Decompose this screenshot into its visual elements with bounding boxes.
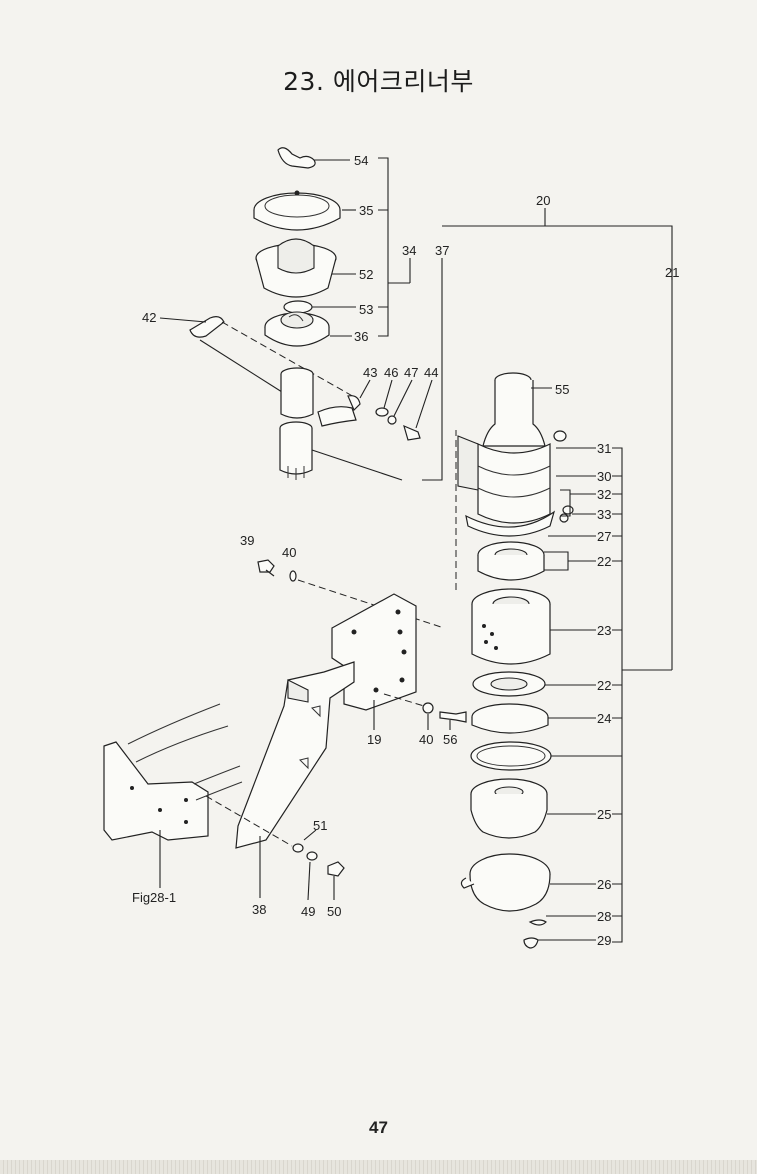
callout-47: 47 (404, 365, 418, 380)
figure-reference: Fig28-1 (132, 890, 176, 905)
scan-edge-band (0, 1160, 757, 1174)
cleaner-body-part (457, 435, 556, 537)
callout-32: 32 (597, 487, 611, 502)
frame-fig28-part (103, 703, 243, 841)
callout-42: 42 (142, 310, 156, 325)
callout-52: 52 (359, 267, 373, 282)
support-arm-38-part (235, 661, 355, 849)
element-bowl-part (255, 238, 337, 298)
page-title: 23. 에어크리너부 (283, 67, 474, 96)
band-ring-part (470, 741, 552, 771)
callout-39: 39 (240, 533, 254, 548)
washer-49-part (292, 843, 318, 861)
callout-22-upper: 22 (597, 554, 611, 569)
callout-50: 50 (327, 904, 341, 919)
wing-nut-part (277, 147, 316, 169)
gasket-part (283, 300, 313, 314)
callout-23: 23 (597, 623, 611, 638)
callout-31: 31 (597, 441, 611, 456)
filter-element-23-part (471, 588, 551, 665)
mounting-bracket-19-part (331, 593, 417, 711)
washer-40a-part (289, 570, 297, 582)
band-clamp-part (189, 316, 225, 338)
callout-51: 51 (313, 818, 327, 833)
callout-40-lower: 40 (419, 732, 433, 747)
callout-33: 33 (597, 507, 611, 522)
callout-22-lower: 22 (597, 678, 611, 693)
callout-34: 34 (402, 243, 416, 258)
cup-25-part (470, 778, 548, 839)
bowl-26-part (460, 853, 551, 912)
callout-29: 29 (597, 933, 611, 948)
callout-24: 24 (597, 711, 611, 726)
ring-22b-part (472, 671, 546, 697)
callout-20: 20 (536, 193, 550, 208)
base-plate-part (264, 311, 330, 347)
pre-cleaner-tube-part (482, 372, 552, 447)
callout-49: 49 (301, 904, 315, 919)
callout-56: 56 (443, 732, 457, 747)
callout-38: 38 (252, 902, 266, 917)
callout-28: 28 (597, 909, 611, 924)
washer-40b-part (422, 702, 434, 714)
callout-26: 26 (597, 877, 611, 892)
bolt-56-part (439, 711, 467, 723)
callout-27: 27 (597, 529, 611, 544)
hose-part (279, 421, 313, 480)
callout-19: 19 (367, 732, 381, 747)
callout-53: 53 (359, 302, 373, 317)
callout-36: 36 (354, 329, 368, 344)
callout-55: 55 (555, 382, 569, 397)
callout-43: 43 (363, 365, 377, 380)
clip-28-29-part (523, 919, 547, 949)
bolt-50-part (327, 861, 345, 877)
callout-44: 44 (424, 365, 438, 380)
intake-pipe-part (280, 367, 361, 427)
callout-30: 30 (597, 469, 611, 484)
bolt-hardware-43 (375, 407, 421, 441)
callout-25: 25 (597, 807, 611, 822)
ring-22a-part (477, 541, 545, 581)
callout-46: 46 (384, 365, 398, 380)
callout-35: 35 (359, 203, 373, 218)
callout-21: 21 (665, 265, 679, 280)
bolt-39-part (257, 559, 275, 577)
callout-37: 37 (435, 243, 449, 258)
cover-part (253, 190, 341, 231)
page-number: 47 (369, 1118, 388, 1137)
callout-40-upper: 40 (282, 545, 296, 560)
callout-54: 54 (354, 153, 368, 168)
ring-24-part (471, 703, 549, 734)
